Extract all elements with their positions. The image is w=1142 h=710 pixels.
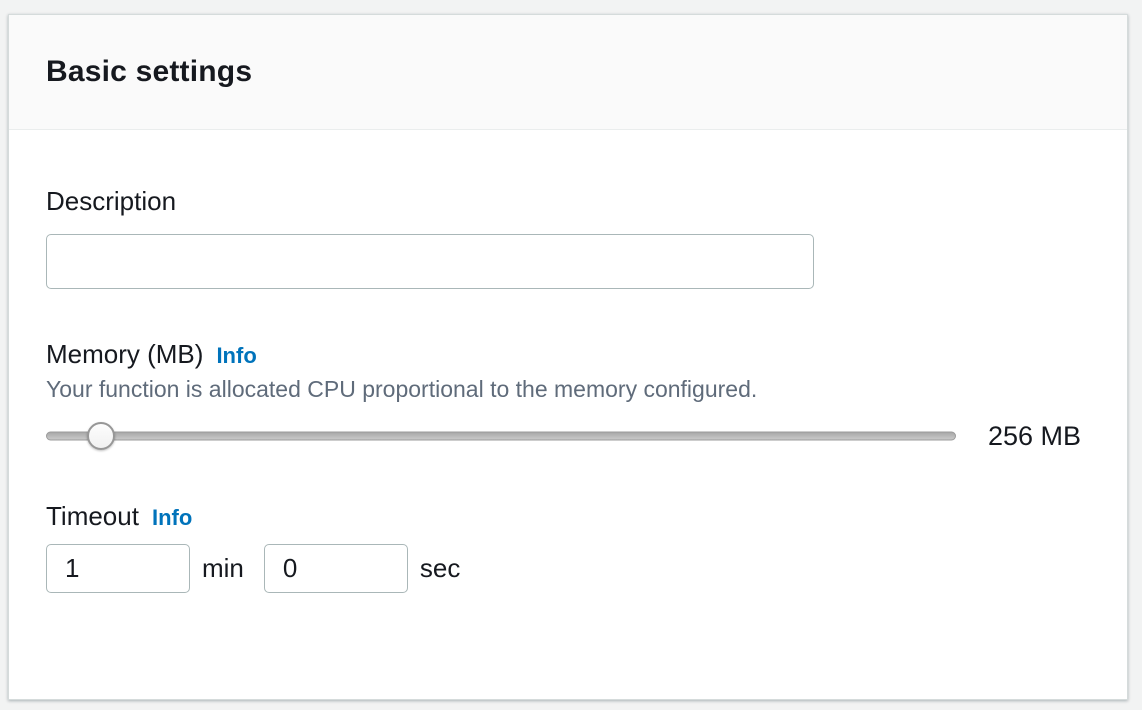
timeout-info-link[interactable]: Info (151, 505, 193, 530)
timeout-minutes-unit: min (202, 553, 244, 583)
memory-label-row: Memory (MB) Info (46, 339, 1090, 369)
timeout-minutes-input[interactable] (46, 544, 190, 593)
timeout-label: Timeout (46, 501, 139, 531)
panel-header: Basic settings (9, 15, 1127, 130)
timeout-seconds-unit: sec (419, 553, 461, 583)
memory-info-link[interactable]: Info (216, 343, 257, 368)
description-input[interactable] (46, 234, 814, 289)
panel-title: Basic settings (46, 55, 253, 88)
memory-helper-text: Your function is allocated CPU proportio… (46, 376, 758, 402)
timeout-inputs-row: min sec (46, 544, 1090, 593)
description-field-group: Description (46, 186, 1090, 289)
description-label: Description (46, 186, 177, 216)
memory-slider-thumb[interactable] (86, 422, 115, 450)
panel-body: Description Memory (MB) Info Your functi… (9, 130, 1127, 593)
memory-slider[interactable] (46, 421, 956, 451)
memory-field-group: Memory (MB) Info Your function is alloca… (46, 339, 1090, 451)
memory-label: Memory (MB) (46, 339, 204, 369)
timeout-field-group: Timeout Info min sec (46, 501, 1090, 593)
memory-slider-row: 256 MB (46, 421, 1090, 451)
timeout-label-row: Timeout Info (46, 501, 1090, 531)
timeout-seconds-input[interactable] (263, 544, 408, 593)
basic-settings-panel: Basic settings Description Memory (MB) I… (8, 14, 1128, 700)
memory-slider-track[interactable] (46, 431, 956, 441)
memory-value: 256 MB (988, 420, 1082, 451)
